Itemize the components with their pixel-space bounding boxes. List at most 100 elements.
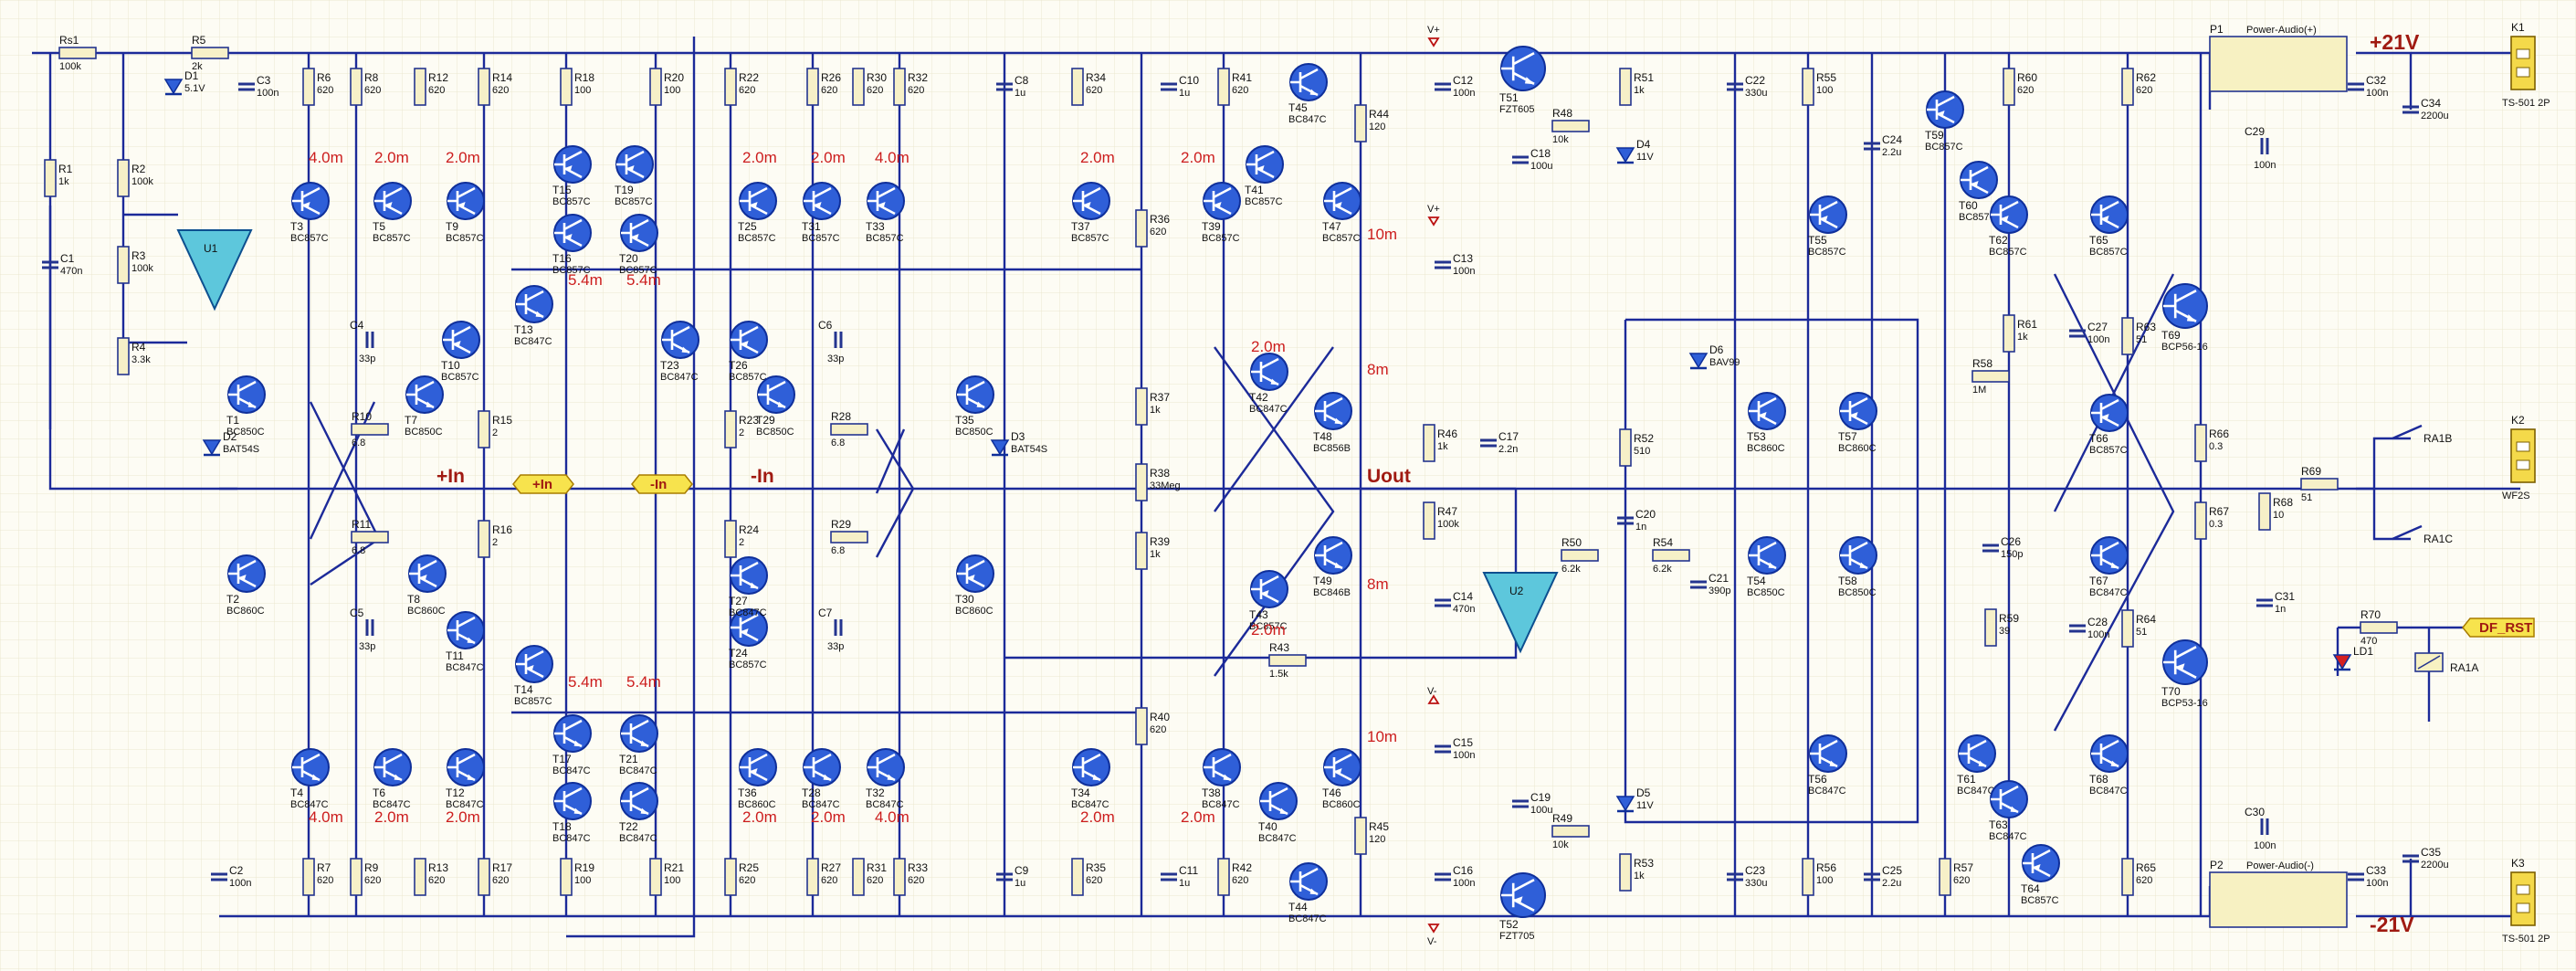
resistor-ref: Rs1 <box>59 34 79 47</box>
transistor-ref: T8 <box>407 593 420 606</box>
resistor-body <box>1423 424 1435 462</box>
capacitor-ref: C23 <box>1745 864 1765 877</box>
diode-value: 11V <box>1636 800 1654 811</box>
resistor-value: 0.3 <box>2209 441 2223 452</box>
resistor-value: 100k <box>131 176 153 187</box>
power-symbol-vminus-bottom: V- <box>1427 924 1440 947</box>
resistor-value: 6.2k <box>1561 564 1581 575</box>
current-annotation: 2.0m <box>374 808 409 826</box>
transistor-type: BC847C <box>446 799 484 810</box>
transistor-ref: T14 <box>514 683 533 696</box>
resistor-value: 620 <box>492 85 509 96</box>
transistor-pins <box>1324 186 1352 216</box>
transistor-type: BC857C <box>1249 621 1288 632</box>
emitter-arrow <box>1083 202 1091 207</box>
transistor-ref: T67 <box>2089 575 2108 587</box>
transistor-pins <box>758 380 786 409</box>
emitter-arrow <box>1270 378 1279 385</box>
resistor-ref: R59 <box>1999 612 2019 625</box>
resistor-body <box>478 410 490 449</box>
transistor-type: BC860C <box>407 606 446 617</box>
resistor-body <box>1619 68 1632 106</box>
transistor-ref: T58 <box>1838 575 1857 587</box>
current-annotation: 4.0m <box>309 808 343 826</box>
capacitor-value: 100n <box>2254 160 2276 171</box>
diode-ld1: LD1 <box>2332 645 2373 671</box>
resistor-value: 2 <box>492 537 498 548</box>
transistor-ref: T46 <box>1322 786 1341 799</box>
capacitor-value: 100n <box>2366 878 2388 889</box>
resistor-ref: R32 <box>908 71 928 84</box>
current-annotation: 5.4m <box>626 271 661 289</box>
emitter-arrow <box>1937 111 1945 116</box>
emitter-arrow <box>1334 417 1343 425</box>
capacitor-ref: C27 <box>2087 321 2108 333</box>
current-annotation: 2.0m <box>446 149 480 166</box>
resistor-ref: R61 <box>2017 318 2037 331</box>
current-annotation: 2.0m <box>742 149 777 166</box>
transistor-ref: T61 <box>1957 773 1976 786</box>
resistor-ref: R24 <box>739 523 759 536</box>
transistor-type: BC847C <box>2089 786 2128 797</box>
transistor-ref: T20 <box>619 252 638 265</box>
capacitor-ref: C6 <box>818 319 833 332</box>
transistor-type: BC847C <box>1989 831 2027 842</box>
transistor-ref: T30 <box>955 593 974 606</box>
resistor-value: 1k <box>1150 405 1161 416</box>
resistor-body <box>724 410 737 449</box>
resistor-ref: R44 <box>1369 108 1389 121</box>
emitter-arrow <box>1214 202 1222 207</box>
diode-triangle <box>202 439 222 456</box>
current-annotation: 5.4m <box>568 271 603 289</box>
resistor-ref: R21 <box>664 861 684 874</box>
emitter-arrow <box>426 401 435 408</box>
resistor-value: 620 <box>492 875 509 886</box>
capacitor-value: 33p <box>359 641 375 652</box>
resistor-value: 620 <box>908 85 924 96</box>
transistor-ref: T34 <box>1071 786 1090 799</box>
resistor-body <box>830 423 868 436</box>
connector-body <box>2510 871 2536 926</box>
capacitor-ref: C3 <box>257 74 271 87</box>
transistor-type: FZT705 <box>1499 931 1535 942</box>
capacitor-value: 100u <box>1530 161 1552 172</box>
resistor-body <box>1619 853 1632 892</box>
transistor-type: BC860C <box>1322 799 1361 810</box>
resistor-body <box>1551 120 1590 132</box>
transistor-ref: T39 <box>1202 220 1221 233</box>
transistor-ref: T1 <box>226 414 239 427</box>
diode-ref: LD1 <box>2353 645 2373 658</box>
capacitor-value: 100n <box>2087 629 2109 640</box>
relay-contact-ref: RA1B <box>2424 432 2452 445</box>
transistor-type: BC857C <box>441 372 479 383</box>
current-annotation: 4.0m <box>309 149 343 166</box>
emitter-arrow <box>1309 89 1319 96</box>
port-tag-in-plus: +In <box>512 474 574 494</box>
resistor-value: 10k <box>1552 134 1569 145</box>
transistor-ref: T10 <box>441 359 460 372</box>
